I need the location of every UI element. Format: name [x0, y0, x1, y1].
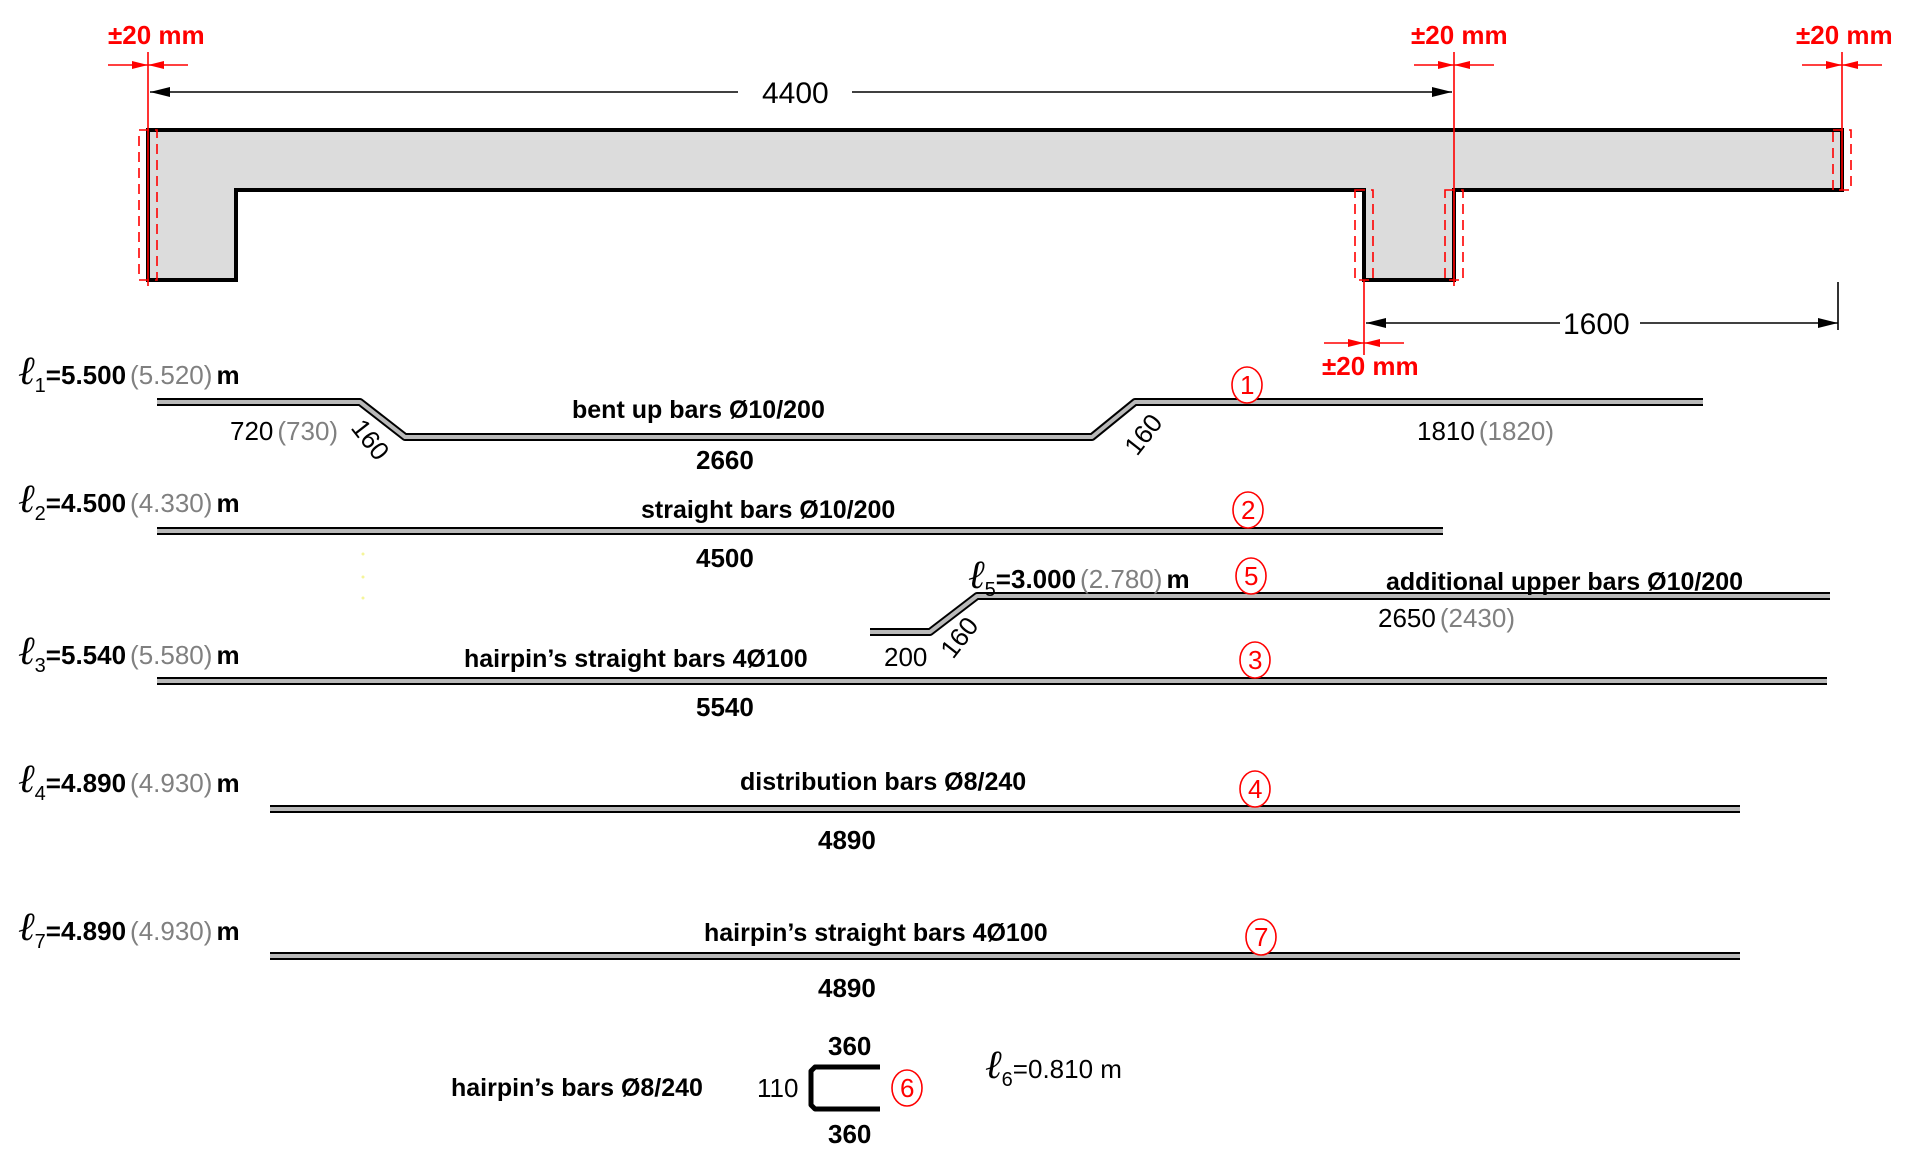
bar-6 — [808, 1064, 880, 1112]
bar-5-description: additional upper bars Ø10/200 — [1386, 568, 1743, 596]
svg-text:5: 5 — [1244, 561, 1258, 591]
bar-1-middle-length: 2660 — [696, 445, 754, 475]
bar-7-marker: 7 — [1245, 918, 1277, 956]
bar-5-length: ℓ5=3.000 (2.780) m — [968, 552, 1190, 601]
bar-7-description: hairpin’s straight bars 4Ø100 — [704, 919, 1048, 947]
tolerance-label-mid-left: ±20 mm — [1322, 351, 1419, 381]
faint-marks — [361, 552, 365, 600]
bar-2-length-value: 4500 — [696, 543, 754, 573]
svg-text:4: 4 — [1248, 774, 1262, 804]
bar-1-right-length: 1810 (1820) — [1417, 416, 1554, 446]
bar-3-marker: 3 — [1239, 641, 1271, 679]
bar-4-description: distribution bars Ø8/240 — [740, 768, 1026, 796]
bar-2-length: ℓ2=4.500 (4.330) m — [18, 476, 240, 525]
tolerance-label-mid-right: ±20 mm — [1411, 20, 1508, 50]
bar-5-main-length: 2650 (2430) — [1378, 603, 1515, 633]
dimension-4400 — [150, 87, 1452, 97]
tolerance-reference-lines — [147, 52, 1843, 355]
bar-4-length-value: 4890 — [818, 825, 876, 855]
bar-5-shape — [870, 592, 1830, 636]
bar-6-marker: 6 — [891, 1069, 923, 1107]
bar-1-description: bent up bars Ø10/200 — [572, 396, 825, 424]
bar-4-marker: 4 — [1239, 770, 1271, 808]
bar-7-length: ℓ7=4.890 (4.930) m — [18, 904, 240, 953]
dimension-label-4400: 4400 — [762, 77, 829, 110]
bar-6-side-length: 110 — [757, 1073, 798, 1103]
tolerance-label-right: ±20 mm — [1796, 20, 1893, 50]
tolerance-label-left: ±20 mm — [108, 20, 205, 50]
bar-2-marker: 2 — [1232, 491, 1264, 529]
bar-6-shape — [808, 1064, 880, 1112]
bar-5-left-length: 200 — [884, 642, 927, 672]
bar-1-length: ℓ1=5.500 (5.520) m — [18, 348, 240, 397]
bar-6-bottom-length: 360 — [828, 1119, 871, 1149]
bar-6-description: hairpin’s bars Ø8/240 — [451, 1074, 703, 1102]
dimension-1600 — [1366, 282, 1839, 330]
dimension-label-1600: 1600 — [1563, 308, 1630, 341]
bar-6-top-length: 360 — [828, 1031, 871, 1061]
tolerance-arrows — [108, 61, 1882, 347]
svg-text:1: 1 — [1240, 370, 1254, 400]
bar-6-length: ℓ6=0.810 m — [985, 1042, 1122, 1091]
bar-4-length: ℓ4=4.890 (4.930) m — [18, 756, 240, 805]
beam-section — [146, 128, 1844, 282]
bar-1-left-length: 720 (730) — [230, 416, 338, 446]
bar-3-description: hairpin’s straight bars 4Ø100 — [464, 645, 808, 673]
bar-3-length-value: 5540 — [696, 692, 754, 722]
svg-text:6: 6 — [900, 1073, 914, 1103]
bar-1-bend-right: 160 — [1118, 408, 1168, 461]
bar-1-marker: 1 — [1231, 366, 1263, 404]
bar-1 — [157, 398, 1703, 441]
bar-5-marker: 5 — [1235, 557, 1267, 595]
bar-3-length: ℓ3=5.540 (5.580) m — [18, 628, 240, 677]
bar-5 — [870, 592, 1830, 636]
bar-7-length-value: 4890 — [818, 973, 876, 1003]
svg-text:7: 7 — [1254, 922, 1268, 952]
bar-2-description: straight bars Ø10/200 — [641, 496, 895, 524]
concrete-outline — [146, 128, 1844, 282]
svg-text:2: 2 — [1241, 495, 1255, 525]
svg-text:3: 3 — [1248, 645, 1262, 675]
